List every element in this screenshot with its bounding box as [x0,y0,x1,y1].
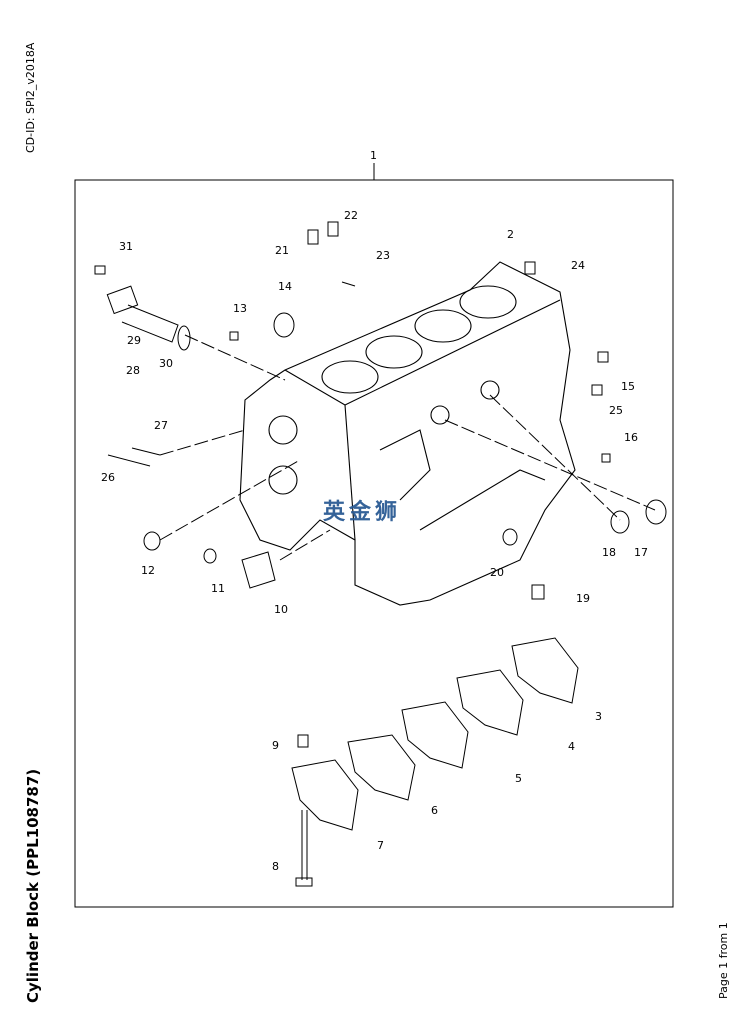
callout-27: 27 [154,419,168,432]
callout-25: 25 [609,404,623,417]
cylinder-block [239,261,576,606]
callout-1: 1 [370,149,377,162]
callout-14: 14 [278,280,292,293]
callout-18: 18 [602,546,616,559]
small-parts [94,221,667,600]
callout-16: 16 [624,431,638,444]
callout-22: 22 [344,209,358,222]
leader-lines [159,334,656,561]
callout-7: 7 [377,839,384,852]
callout-31: 31 [119,240,133,253]
callout-4: 4 [568,740,575,753]
callout-labels: 1 2 3 4 5 6 7 8 9 10 11 12 13 14 15 16 1… [101,149,648,873]
callout-29: 29 [127,334,141,347]
callout-6: 6 [431,804,438,817]
callout-3: 3 [595,710,602,723]
callout-24: 24 [571,259,585,272]
bearing-caps [291,637,579,887]
callout-26: 26 [101,471,115,484]
callout-13: 13 [233,302,247,315]
callout-30: 30 [159,357,173,370]
watermark: 英金狮 [323,500,402,525]
callout-23: 23 [376,249,390,262]
callout-21: 21 [275,244,289,257]
callout-20: 20 [490,566,504,579]
callout-10: 10 [274,603,288,616]
callout-28: 28 [126,364,140,377]
callout-15: 15 [621,380,635,393]
callout-2: 2 [507,228,514,241]
diagram-frame [74,179,674,908]
callout-5: 5 [515,772,522,785]
callout-8: 8 [272,860,279,873]
callout-19: 19 [576,592,590,605]
callout-17: 17 [634,546,648,559]
callout-12: 12 [141,564,155,577]
callout-11: 11 [211,582,225,595]
callout-9: 9 [272,739,279,752]
